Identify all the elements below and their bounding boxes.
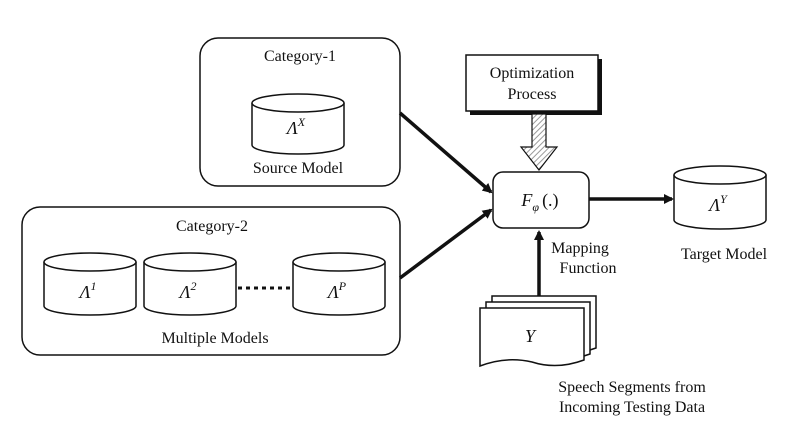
optimization-box xyxy=(465,54,599,112)
optimization-label-line1: Optimization xyxy=(490,65,574,82)
model-1-cylinder xyxy=(43,252,137,316)
mapping-function-symbol: Fφ(.) xyxy=(520,190,558,214)
model-2-cylinder xyxy=(143,252,237,316)
arrow-category1-to-mapping xyxy=(398,111,493,194)
category-1-box xyxy=(199,37,401,187)
speech-label-line2: Incoming Testing Data xyxy=(559,399,705,416)
source-model-cylinder xyxy=(251,93,345,155)
speech-symbol: Y xyxy=(525,326,537,346)
mapping-label-line2: Function xyxy=(560,260,617,277)
source-model-symbol: ΛX xyxy=(285,115,306,138)
target-model-symbol: ΛY xyxy=(707,192,728,215)
arrow-category2-to-mapping xyxy=(398,208,493,280)
optimization-label-line2: Process xyxy=(508,86,557,103)
category-1-group: Category-1 ΛX Source Model xyxy=(199,37,401,187)
category-1-title: Category-1 xyxy=(264,48,336,65)
category-2-box xyxy=(21,206,401,356)
source-model-caption: Source Model xyxy=(253,160,344,177)
category-2-title: Category-2 xyxy=(176,218,248,235)
speech-label-line1: Speech Segments from xyxy=(558,379,706,396)
mapping-function-group: Fφ(.) Mapping Function xyxy=(492,171,617,277)
optimization-to-mapping-arrow xyxy=(519,113,559,171)
model-p-symbol: ΛP xyxy=(326,279,347,302)
target-model-group: ΛY Target Model xyxy=(673,165,768,263)
speech-segments-documents: Y xyxy=(479,295,597,368)
optimization-process-group: Optimization Process xyxy=(465,54,602,115)
target-model-caption: Target Model xyxy=(681,246,768,263)
model-p-cylinder xyxy=(292,252,386,316)
mapping-label-line1: Mapping xyxy=(551,240,609,257)
target-model-cylinder xyxy=(673,165,767,230)
mapping-function-box xyxy=(492,171,590,229)
multiple-models-caption: Multiple Models xyxy=(161,330,268,347)
model-2-symbol: Λ2 xyxy=(178,279,197,302)
model-1-symbol: Λ1 xyxy=(78,279,97,302)
category-2-group: Category-2 Λ1 Λ2 ΛP Multiple Models xyxy=(21,206,401,356)
